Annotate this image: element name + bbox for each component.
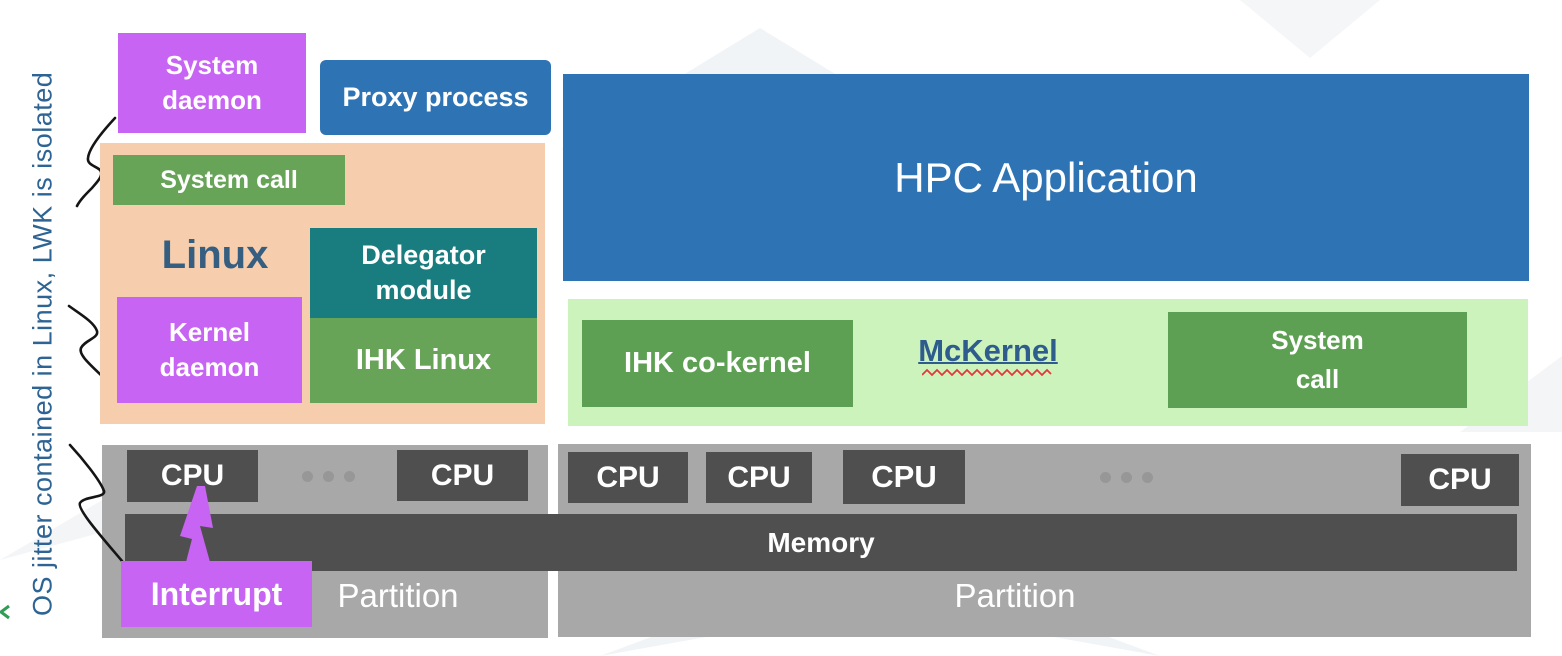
linux-system-call-box: System call [113, 155, 345, 205]
cpu-label: CPU [1428, 463, 1492, 496]
cpu-box: CPU [127, 450, 258, 502]
ellipsis-dots [1100, 472, 1153, 483]
ihk-linux-label: IHK Linux [355, 344, 492, 376]
system-daemon-box: System daemon [118, 33, 306, 133]
interrupt-label: Interrupt [150, 575, 283, 612]
partition-label-text: Partition [954, 577, 1076, 614]
partition-left-label: Partition [328, 576, 468, 616]
cpu-label: CPU [160, 459, 225, 492]
mckernel-system-call-box: System call [1168, 312, 1467, 408]
side-note: OS jitter contained in Linux, LWK is iso… [24, 52, 62, 636]
cpu-label: CPU [596, 460, 660, 494]
cpu-box: CPU [397, 450, 528, 501]
delegator-module-box: Delegator module [310, 228, 537, 318]
dot-icon [302, 471, 313, 482]
side-note-text: OS jitter contained in Linux, LWK is iso… [27, 71, 58, 617]
linux-system-call-label: System call [160, 165, 298, 194]
cpu-box: CPU [1401, 454, 1519, 506]
ellipsis-dots [302, 471, 355, 482]
memory-label: Memory [767, 526, 875, 558]
cpu-label: CPU [871, 459, 937, 494]
dot-icon [344, 471, 355, 482]
cpu-label: CPU [727, 460, 791, 494]
proxy-process-label: Proxy process [342, 82, 529, 112]
partition-right-label: Partition [945, 576, 1085, 616]
dot-icon [323, 471, 334, 482]
dot-icon [1100, 472, 1111, 483]
mckernel-system-call-label: System call [1271, 325, 1364, 394]
interrupt-box: Interrupt [121, 561, 312, 627]
ihk-linux-box: IHK Linux [310, 318, 537, 403]
system-daemon-label: System daemon [162, 49, 262, 115]
hpc-application-box: HPC Application [563, 74, 1529, 281]
ihk-co-kernel-label: IHK co-kernel [624, 347, 811, 379]
cpu-box: CPU [706, 452, 812, 503]
cpu-label: CPU [430, 458, 495, 492]
dot-icon [1121, 472, 1132, 483]
cpu-box: CPU [843, 450, 965, 504]
hpc-application-label: HPC Application [894, 153, 1198, 201]
kernel-daemon-label: Kernel daemon [159, 316, 260, 382]
delegator-module-label: Delegator module [361, 239, 486, 305]
partition-label-text: Partition [337, 577, 459, 614]
linux-title: Linux [145, 229, 285, 281]
mckernel-title: McKernel [908, 332, 1068, 370]
spellcheck-squiggle-icon [922, 368, 1052, 377]
memory-bar: Memory [125, 514, 1517, 571]
ihk-co-kernel-box: IHK co-kernel [582, 320, 853, 407]
proxy-process-box: Proxy process [320, 60, 551, 135]
cpu-box: CPU [568, 452, 688, 503]
kernel-daemon-box: Kernel daemon [117, 297, 302, 403]
dot-icon [1142, 472, 1153, 483]
mckernel-title-text: McKernel [918, 333, 1058, 368]
linux-title-text: Linux [161, 232, 269, 277]
